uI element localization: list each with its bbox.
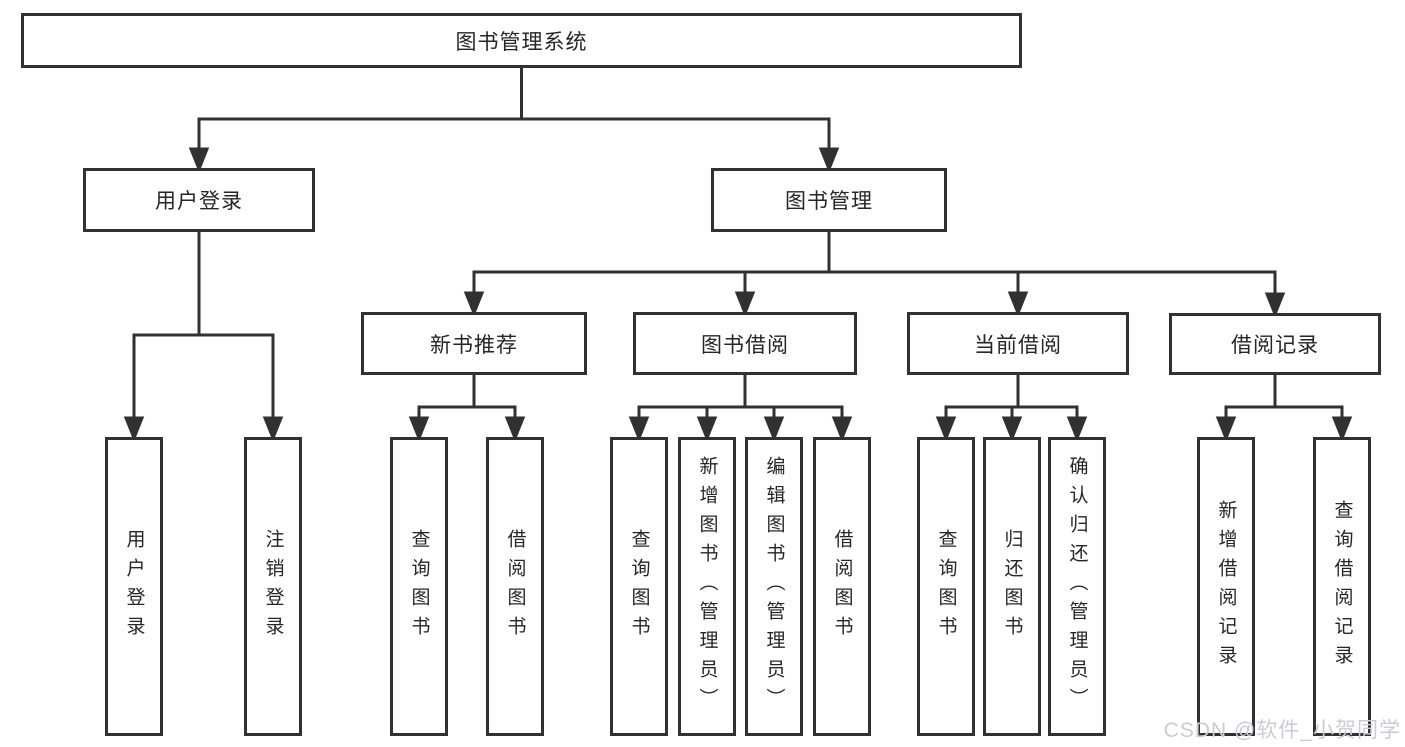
node-label: 新增借阅记录 — [1215, 499, 1237, 674]
node-c3: 确认归还（管理员） — [1048, 437, 1106, 736]
node-label: 图书管理系统 — [455, 30, 588, 54]
node-u1: 用户登录 — [105, 437, 163, 736]
node-label: 查询图书 — [408, 528, 430, 645]
node-label: 归还图书 — [1001, 528, 1023, 645]
node-label: 用户登录 — [155, 190, 243, 213]
node-login: 用户登录 — [83, 168, 315, 232]
node-label: 图书借阅 — [701, 333, 789, 357]
node-c2: 归还图书 — [983, 437, 1041, 736]
node-b2: 新增图书（管理员） — [678, 437, 736, 736]
node-root: 图书管理系统 — [21, 13, 1022, 68]
node-u2: 注销登录 — [244, 437, 302, 736]
node-r2: 查询借阅记录 — [1313, 437, 1371, 736]
node-label: 查询借阅记录 — [1331, 499, 1353, 674]
node-label: 新增图书（管理员） — [696, 456, 718, 717]
node-label: 借阅图书 — [504, 528, 526, 645]
node-label: 借阅图书 — [831, 528, 853, 645]
node-label: 确认归还（管理员） — [1066, 456, 1088, 717]
node-newbook: 新书推荐 — [361, 312, 587, 375]
node-n1: 查询图书 — [390, 437, 448, 736]
node-b3: 编辑图书（管理员） — [745, 437, 803, 736]
node-r1: 新增借阅记录 — [1197, 437, 1255, 736]
node-n2: 借阅图书 — [486, 437, 544, 736]
node-label: 新书推荐 — [430, 333, 518, 357]
watermark: CSDN @软件_小贺同学 — [1163, 719, 1401, 742]
node-records: 借阅记录 — [1169, 313, 1381, 375]
node-label: 查询图书 — [935, 528, 957, 645]
node-label: 编辑图书（管理员） — [763, 456, 785, 717]
node-current: 当前借阅 — [907, 312, 1129, 375]
node-label: 图书管理 — [785, 190, 873, 213]
node-label: 用户登录 — [123, 528, 145, 645]
node-label: 查询图书 — [628, 528, 650, 645]
node-b4: 借阅图书 — [813, 437, 871, 736]
node-b1: 查询图书 — [610, 437, 668, 736]
node-label: 注销登录 — [262, 528, 284, 645]
node-label: 当前借阅 — [974, 333, 1062, 357]
node-borrow: 图书借阅 — [633, 312, 857, 375]
node-mgmt: 图书管理 — [711, 168, 947, 232]
node-c1: 查询图书 — [917, 437, 975, 736]
node-label: 借阅记录 — [1231, 334, 1319, 357]
